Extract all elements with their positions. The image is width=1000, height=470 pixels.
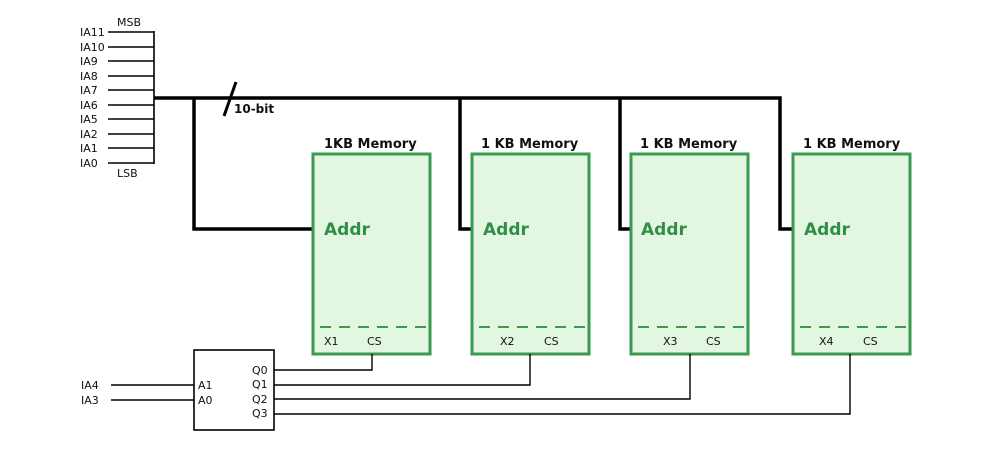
input-label: IA11 xyxy=(80,26,105,39)
decoder-input-pin: A0 xyxy=(198,394,213,407)
input-label: IA2 xyxy=(80,128,98,141)
decoder-output-pin: Q3 xyxy=(252,407,268,420)
cs-wire-q3 xyxy=(274,354,851,415)
chip-select-wires xyxy=(274,354,851,415)
cs-label: CS xyxy=(863,335,878,348)
decoder-2to4: IA4 IA3 A1 A0 Q0 Q1 Q2 Q3 xyxy=(81,349,275,431)
bus-width-label: 10-bit xyxy=(234,102,274,116)
input-label: IA10 xyxy=(80,41,105,54)
input-label: IA8 xyxy=(80,70,98,83)
addr-port-label: Addr xyxy=(804,220,850,240)
select-label: X3 xyxy=(663,335,678,348)
input-label: IA5 xyxy=(80,113,98,126)
input-label: IA9 xyxy=(80,55,98,68)
bus-branch-mem2 xyxy=(458,98,472,231)
input-label: IA1 xyxy=(80,142,98,155)
memory-body xyxy=(629,152,750,356)
input-label: IA6 xyxy=(80,99,98,112)
select-label: X2 xyxy=(500,335,515,348)
cs-label: CS xyxy=(706,335,721,348)
memory-title: 1KB Memory xyxy=(324,137,417,152)
memory-title: 1 KB Memory xyxy=(803,137,901,152)
memory-block-2: 1 KB Memory Addr X2 CS xyxy=(470,137,591,356)
addr-port-label: Addr xyxy=(483,220,529,240)
select-label: X1 xyxy=(324,335,339,348)
input-label: IA0 xyxy=(80,157,98,170)
memory-body xyxy=(470,152,591,356)
msb-label: MSB xyxy=(117,16,141,29)
select-label: X4 xyxy=(819,335,834,348)
bus-main-to-mem4 xyxy=(154,96,795,231)
decoder-body xyxy=(193,349,275,431)
decoder-input-signal: IA4 xyxy=(81,379,99,392)
memory-body xyxy=(311,152,432,356)
address-inputs: MSB LSB IA11 IA10 IA9 IA8 IA7 IA6 IA5 IA… xyxy=(80,16,155,180)
memory-block-4: 1 KB Memory Addr X4 CS xyxy=(791,137,912,356)
decoder-input-signal: IA3 xyxy=(81,394,99,407)
decoder-output-pin: Q0 xyxy=(252,364,268,377)
cs-wire-q2 xyxy=(274,354,691,400)
bus-branch-mem1 xyxy=(192,98,313,231)
addr-port-label: Addr xyxy=(324,220,370,240)
decoder-input-pin: A1 xyxy=(198,379,213,392)
memory-block-3: 1 KB Memory Addr X3 CS xyxy=(629,137,750,356)
cs-wire-q0 xyxy=(274,354,373,371)
memory-title: 1 KB Memory xyxy=(640,137,738,152)
cs-label: CS xyxy=(367,335,382,348)
address-bus: 10-bit xyxy=(154,81,795,231)
addr-port-label: Addr xyxy=(641,220,687,240)
lsb-label: LSB xyxy=(117,167,138,180)
bus-width-slash xyxy=(222,81,238,117)
memory-title: 1 KB Memory xyxy=(481,137,579,152)
cs-wire-q1 xyxy=(274,354,531,386)
bus-branch-mem3 xyxy=(618,98,632,231)
memory-block-1: 1KB Memory Addr X1 CS xyxy=(311,137,432,356)
decoder-output-pin: Q1 xyxy=(252,378,268,391)
input-label: IA7 xyxy=(80,84,98,97)
decoder-output-pin: Q2 xyxy=(252,393,268,406)
memory-body xyxy=(791,152,912,356)
cs-label: CS xyxy=(544,335,559,348)
